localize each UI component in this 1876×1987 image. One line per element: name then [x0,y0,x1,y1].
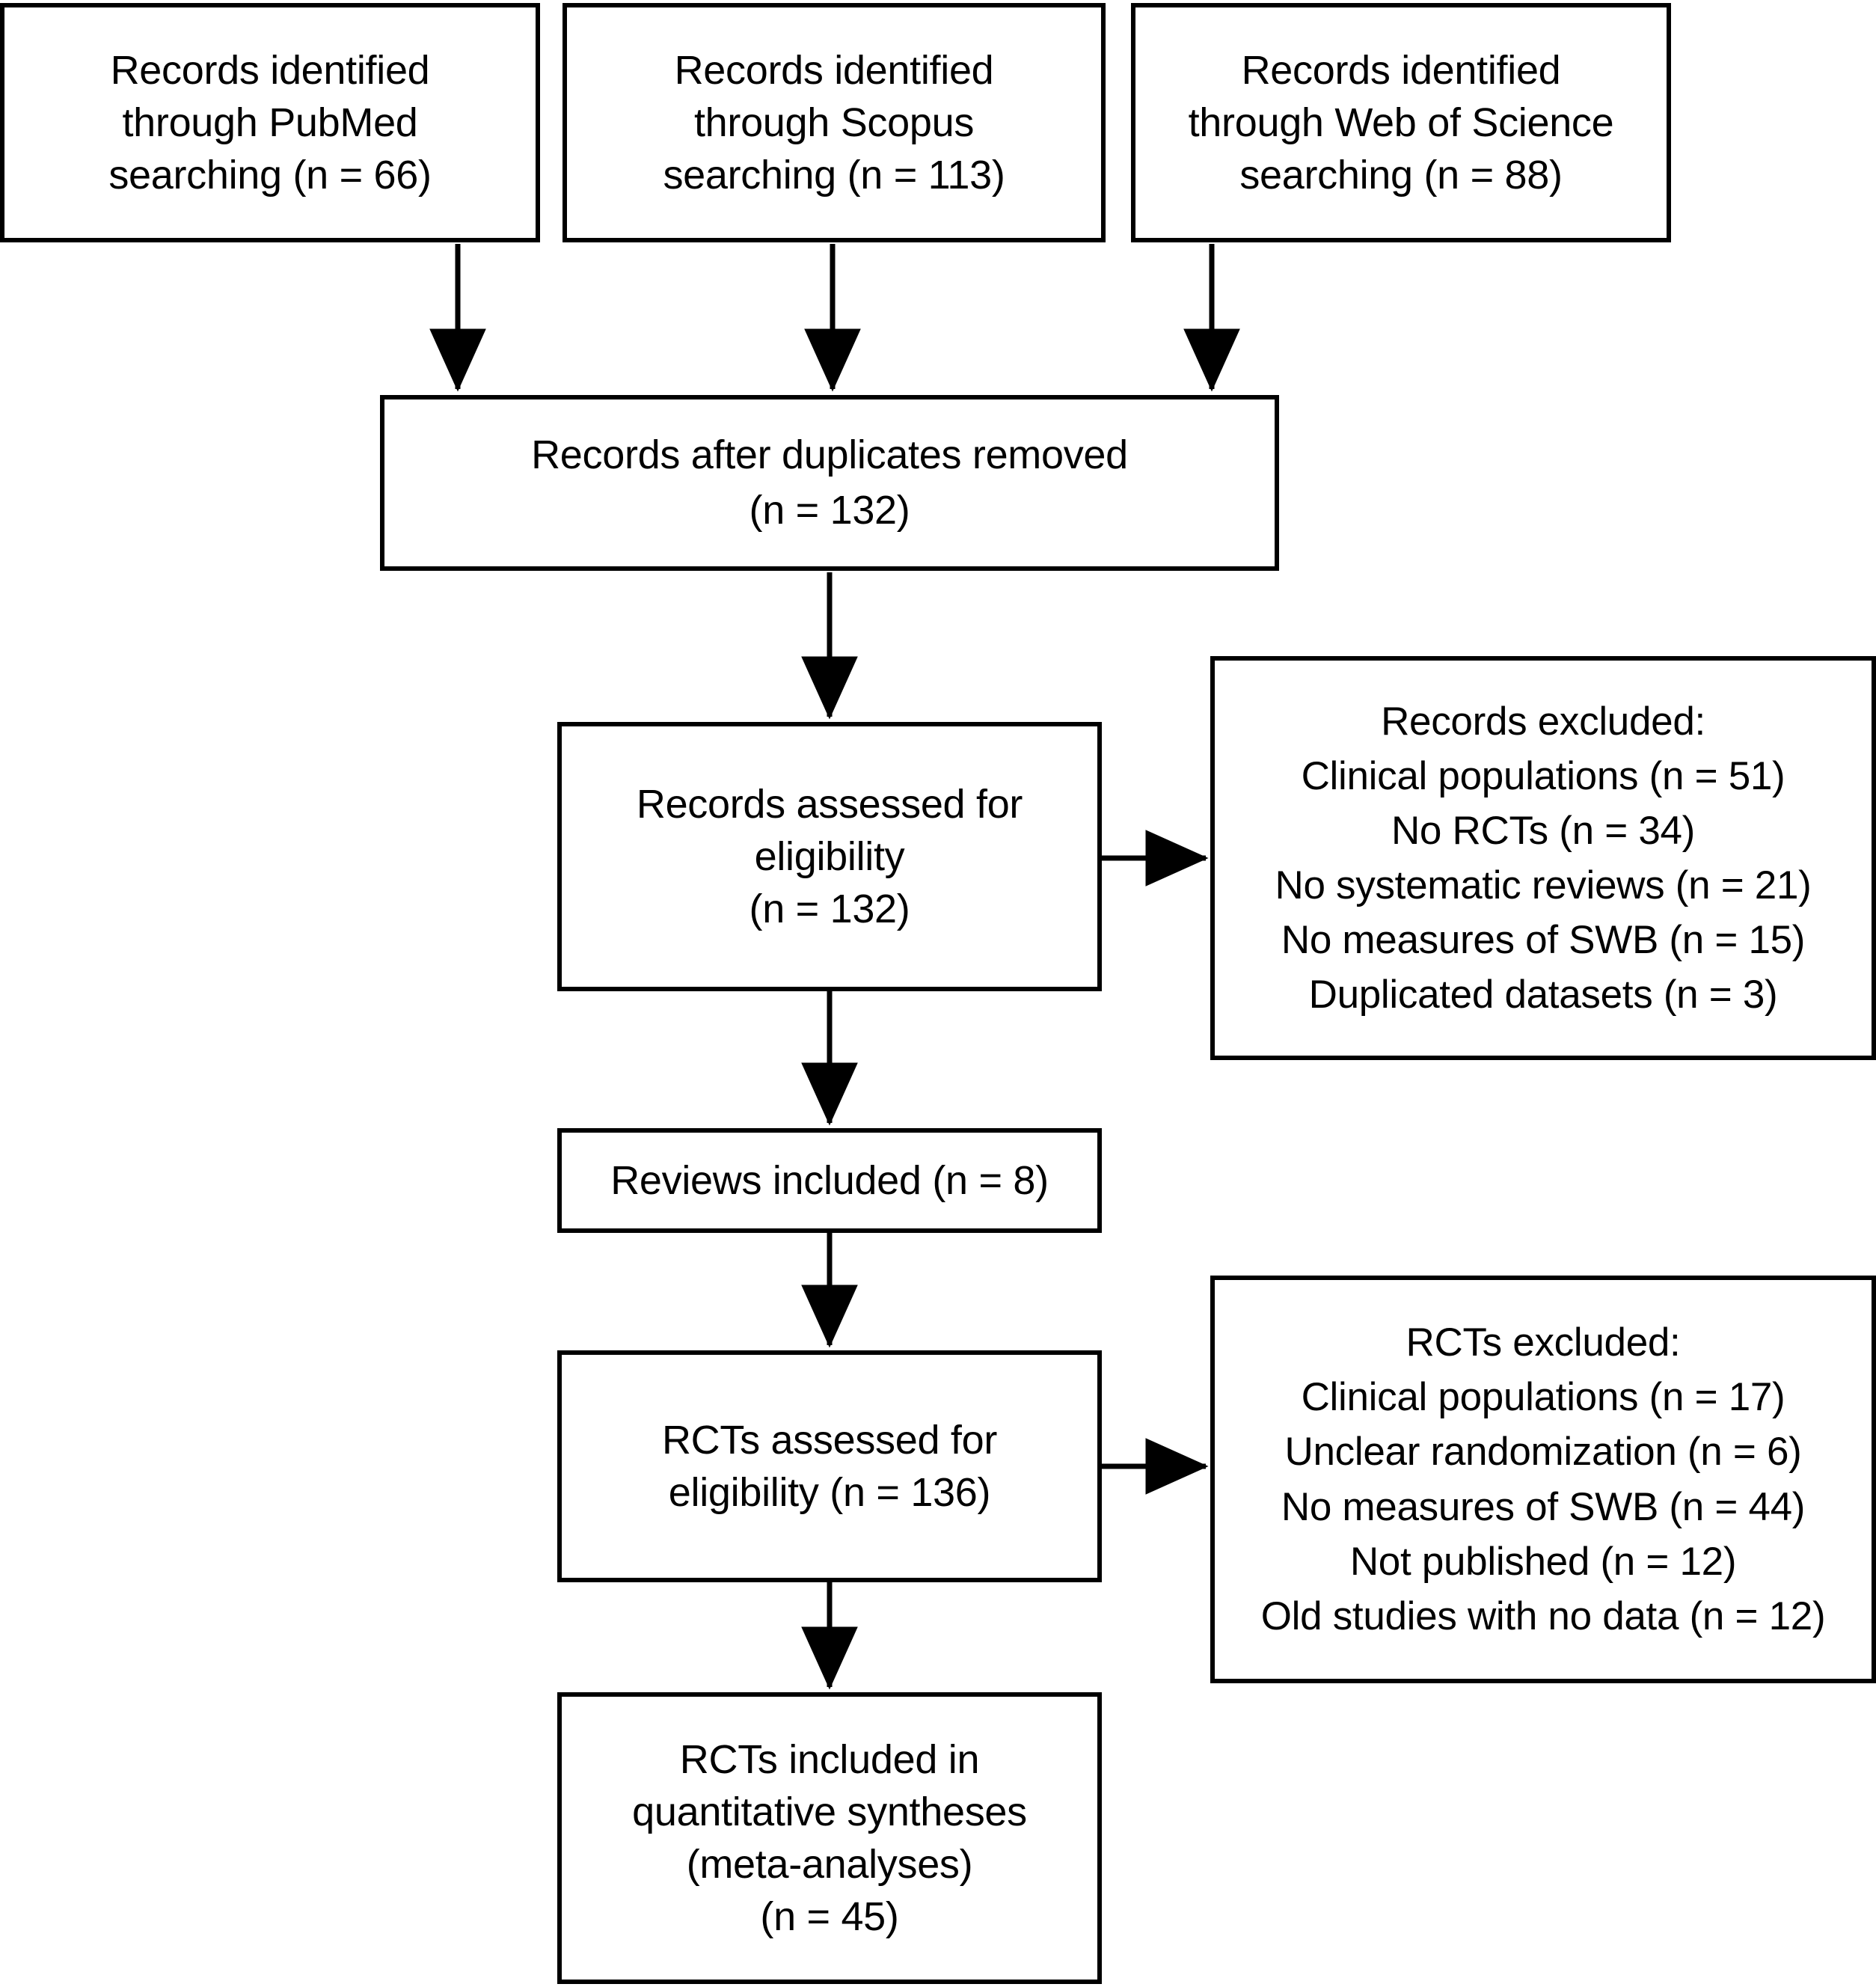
wos-line-3: searching (n = 88) [1239,153,1563,198]
wos-line-1: Records identified [1241,47,1561,93]
pubmed-line-1: Records identified [110,47,430,93]
box-rcts-assessed-for-eligibility: RCTs assessed for eligibility (n = 136) [557,1350,1102,1582]
records-excluded-line-5: Duplicated datasets (n = 3) [1308,973,1778,1017]
box-records-assessed-for-eligibility: Records assessed for eligibility (n = 13… [557,722,1102,991]
records-excluded-line-4: No measures of SWB (n = 15) [1281,918,1806,963]
rcts-assessed-line-2: eligibility (n = 136) [668,1470,991,1515]
scopus-line-1: Records identified [674,47,994,93]
box-rcts-included-in-quantitative-syntheses: RCTs included in quantitative syntheses … [557,1692,1102,1984]
rcts-included-line-3: (meta-analyses) [686,1842,973,1887]
rcts-included-line-2: quantitative syntheses [632,1789,1027,1834]
rcts-assessed-line-1: RCTs assessed for [661,1417,998,1463]
rcts-excluded-line-5: Old studies with no data (n = 12) [1260,1593,1826,1638]
records-excluded-line-3: No systematic reviews (n = 21) [1275,863,1812,907]
reviews-included-line-1: Reviews included (n = 8) [610,1157,1049,1203]
records-excluded-line-2: No RCTs (n = 34) [1391,808,1696,853]
box-records-identified-scopus: Records identified through Scopus search… [563,3,1106,242]
rcts-included-line-1: RCTs included in [679,1736,980,1782]
rcts-excluded-line-1: Clinical populations (n = 17) [1301,1375,1785,1420]
rcts-excluded-line-3: No measures of SWB (n = 44) [1281,1484,1806,1529]
rcts-excluded-line-2: Unclear randomization (n = 6) [1284,1430,1802,1475]
wos-line-2: through Web of Science [1188,99,1614,145]
box-records-identified-web-of-science: Records identified through Web of Scienc… [1131,3,1671,242]
scopus-line-2: through Scopus [693,99,975,145]
records-excluded-line-1: Clinical populations (n = 51) [1301,753,1785,798]
duplicates-line-2: (n = 132) [749,487,910,533]
records-excluded-heading: Records excluded: [1381,699,1705,744]
pubmed-line-2: through PubMed [122,99,418,145]
rcts-excluded-line-4: Not published (n = 12) [1349,1539,1737,1584]
scopus-line-3: searching (n = 113) [663,153,1005,198]
box-rcts-excluded: RCTs excluded: Clinical populations (n =… [1210,1276,1876,1683]
box-reviews-included: Reviews included (n = 8) [557,1128,1102,1233]
assessed-line-1: Records assessed for [636,781,1023,827]
assessed-line-3: (n = 132) [749,887,910,932]
box-records-identified-pubmed: Records identified through PubMed search… [0,3,540,242]
pubmed-line-3: searching (n = 66) [108,153,432,198]
box-records-excluded: Records excluded: Clinical populations (… [1210,656,1876,1060]
duplicates-line-1: Records after duplicates removed [531,432,1128,478]
rcts-excluded-heading: RCTs excluded: [1406,1320,1681,1365]
rcts-included-line-4: (n = 45) [760,1894,899,1940]
box-records-after-duplicates-removed: Records after duplicates removed (n = 13… [380,395,1279,571]
assessed-line-2: eligibility [754,833,905,879]
